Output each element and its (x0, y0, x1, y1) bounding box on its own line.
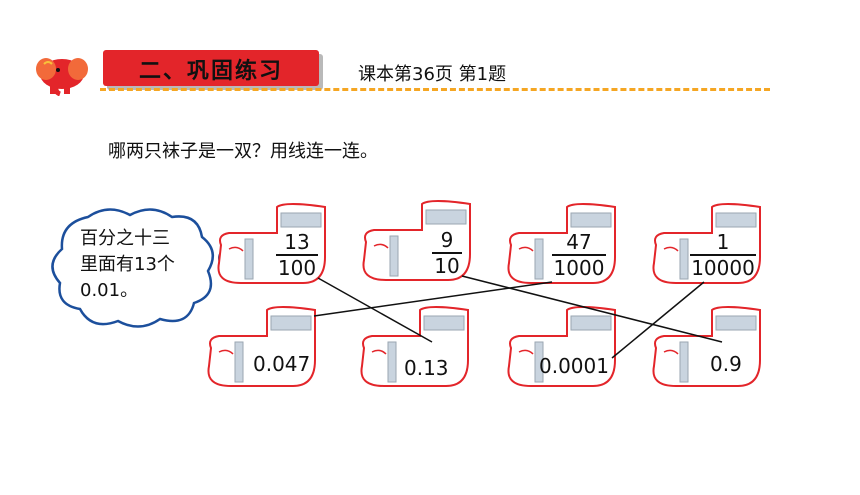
denominator: 100 (276, 254, 318, 280)
numerator: 47 (566, 230, 592, 254)
thought-bubble-icon (51, 208, 215, 328)
decimal-0-047: 0.047 (253, 352, 311, 376)
question-text: 哪两只袜子是一双？用线连一连。 (108, 141, 378, 162)
header-divider (100, 88, 770, 91)
decimal-0-13: 0.13 (404, 356, 449, 380)
match-line-47-1000 (313, 281, 553, 317)
fraction-47-1000: 47 1000 (552, 230, 606, 280)
denominator: 10 (432, 252, 462, 278)
elephant-logo-icon (36, 58, 88, 96)
fraction-9-10: 9 10 (432, 228, 462, 278)
hint-line-3: 0.01。 (80, 280, 139, 301)
textbook-reference: 课本第36页 第1题 (358, 64, 507, 85)
hint-line-1: 百分之十三 (80, 228, 170, 249)
match-line-1-10000 (611, 281, 705, 359)
fraction-1-10000: 1 10000 (690, 230, 756, 280)
sock-bottom-4 (652, 306, 761, 387)
decimal-0-0001: 0.0001 (539, 354, 609, 378)
match-line-9-10 (461, 275, 723, 343)
denominator: 10000 (690, 254, 756, 280)
decimal-0-9: 0.9 (710, 352, 742, 376)
section-title: 二、巩固练习 (138, 58, 283, 84)
fraction-13-100: 13 100 (276, 230, 318, 280)
match-line-13-100 (317, 277, 433, 343)
hint-line-2: 里面有13个 (80, 254, 175, 275)
numerator: 13 (284, 230, 310, 254)
hint-text: 百分之十三 里面有13个 0.01。 (80, 226, 200, 304)
denominator: 1000 (552, 254, 606, 280)
section-title-banner: 二、巩固练习 (103, 50, 319, 86)
numerator: 9 (440, 228, 454, 252)
numerator: 1 (716, 230, 730, 254)
